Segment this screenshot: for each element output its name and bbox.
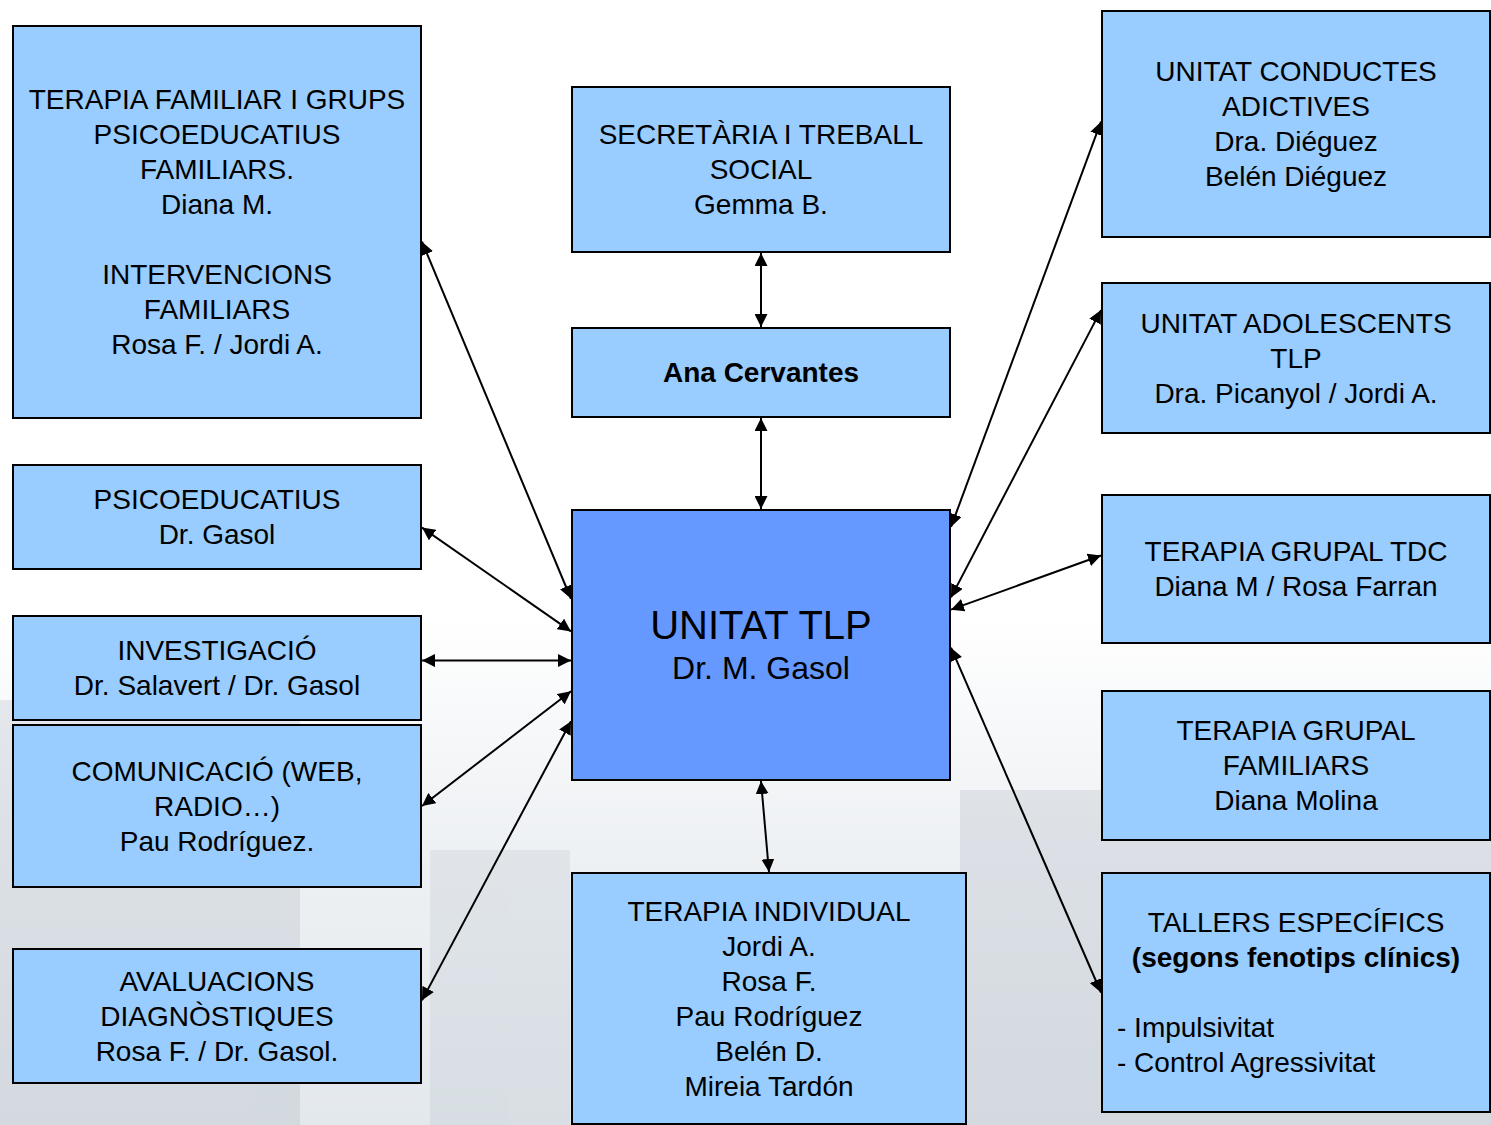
box-heading: SECRETÀRIA I TREBALL SOCIAL bbox=[587, 117, 935, 187]
box-text: Rosa F. bbox=[587, 964, 951, 999]
box-heading: TERAPIA INDIVIDUAL bbox=[587, 894, 951, 929]
unit-box: TERAPIA INDIVIDUALJordi A.Rosa F.Pau Rod… bbox=[571, 872, 967, 1125]
box-text: Pau Rodríguez bbox=[587, 999, 951, 1034]
connector-arrow bbox=[422, 242, 571, 599]
box-heading: Ana Cervantes bbox=[587, 355, 935, 390]
connector-arrow bbox=[422, 721, 571, 1000]
box-text: Dra. Picanyol / Jordi A. bbox=[1117, 376, 1475, 411]
box-heading: TERAPIA FAMILIAR I GRUPS PSICOEDUCATIUS … bbox=[28, 82, 406, 187]
unit-box: TERAPIA FAMILIAR I GRUPS PSICOEDUCATIUS … bbox=[12, 25, 422, 419]
box-heading: UNITAT ADOLESCENTS TLP bbox=[1117, 306, 1475, 376]
box-text: Belén Diéguez bbox=[1117, 159, 1475, 194]
box-text: Diana M / Rosa Farran bbox=[1117, 569, 1475, 604]
connector-arrow bbox=[422, 528, 571, 632]
box-text: (segons fenotips clínics) bbox=[1117, 940, 1475, 975]
box-text: Diana Molina bbox=[1117, 783, 1475, 818]
connector-arrow bbox=[422, 660, 571, 662]
unit-box: UNITAT CONDUCTES ADICTIVESDra. DiéguezBe… bbox=[1101, 10, 1491, 238]
central-unit-box: UNITAT TLPDr. M. Gasol bbox=[571, 509, 951, 781]
unit-box: SECRETÀRIA I TREBALL SOCIALGemma B. bbox=[571, 86, 951, 253]
box-text: Jordi A. bbox=[587, 929, 951, 964]
unit-box: PSICOEDUCATIUSDr. Gasol bbox=[12, 464, 422, 570]
unit-box: TALLERS ESPECÍFICS(segons fenotips clíni… bbox=[1101, 872, 1491, 1113]
box-heading: PSICOEDUCATIUS bbox=[28, 482, 406, 517]
connector-arrow bbox=[760, 418, 762, 509]
box-text: Dra. Diéguez bbox=[1117, 124, 1475, 159]
box-heading: UNITAT TLP bbox=[587, 602, 935, 648]
box-text: Mireia Tardón bbox=[587, 1069, 951, 1104]
box-text: - Impulsivitat bbox=[1117, 1010, 1475, 1045]
box-heading: COMUNICACIÓ (WEB, RADIO…) bbox=[28, 754, 406, 824]
box-text: Dr. Gasol bbox=[28, 517, 406, 552]
connector-arrow bbox=[951, 556, 1101, 610]
box-text: Pau Rodríguez. bbox=[28, 824, 406, 859]
box-text: Dr. Salavert / Dr. Gasol bbox=[28, 668, 406, 703]
box-text: Rosa F. / Dr. Gasol. bbox=[28, 1034, 406, 1069]
unit-box: Ana Cervantes bbox=[571, 327, 951, 418]
connector-arrow bbox=[951, 122, 1101, 527]
unit-box: TERAPIA GRUPAL FAMILIARSDiana Molina bbox=[1101, 690, 1491, 841]
box-text: Gemma B. bbox=[587, 187, 935, 222]
box-text: - Control Agressivitat bbox=[1117, 1045, 1475, 1080]
connector-arrow bbox=[760, 253, 762, 327]
box-text: Belén D. bbox=[587, 1034, 951, 1069]
box-heading: TERAPIA GRUPAL TDC bbox=[1117, 534, 1475, 569]
unit-box: TERAPIA GRUPAL TDCDiana M / Rosa Farran bbox=[1101, 494, 1491, 644]
box-text: Diana M. bbox=[28, 187, 406, 222]
box-text: Dr. M. Gasol bbox=[587, 648, 935, 688]
box-heading: TERAPIA GRUPAL FAMILIARS bbox=[1117, 713, 1475, 783]
box-heading: TALLERS ESPECÍFICS bbox=[1117, 905, 1475, 940]
connector-arrow bbox=[951, 648, 1101, 993]
connector-arrow bbox=[951, 310, 1101, 597]
box-text: INTERVENCIONS FAMILIARS bbox=[28, 257, 406, 327]
box-text: Rosa F. / Jordi A. bbox=[28, 327, 406, 362]
box-heading: INVESTIGACIÓ bbox=[28, 633, 406, 668]
unit-box: AVALUACIONS DIAGNÒSTIQUESRosa F. / Dr. G… bbox=[12, 948, 422, 1084]
unit-box: INVESTIGACIÓDr. Salavert / Dr. Gasol bbox=[12, 615, 422, 721]
box-heading: UNITAT CONDUCTES ADICTIVES bbox=[1117, 54, 1475, 124]
unit-box: UNITAT ADOLESCENTS TLPDra. Picanyol / Jo… bbox=[1101, 282, 1491, 434]
connector-arrow bbox=[422, 691, 571, 806]
box-heading: AVALUACIONS DIAGNÒSTIQUES bbox=[28, 964, 406, 1034]
connector-arrow bbox=[761, 781, 769, 872]
building-block bbox=[430, 850, 570, 1125]
unit-box: COMUNICACIÓ (WEB, RADIO…)Pau Rodríguez. bbox=[12, 724, 422, 888]
